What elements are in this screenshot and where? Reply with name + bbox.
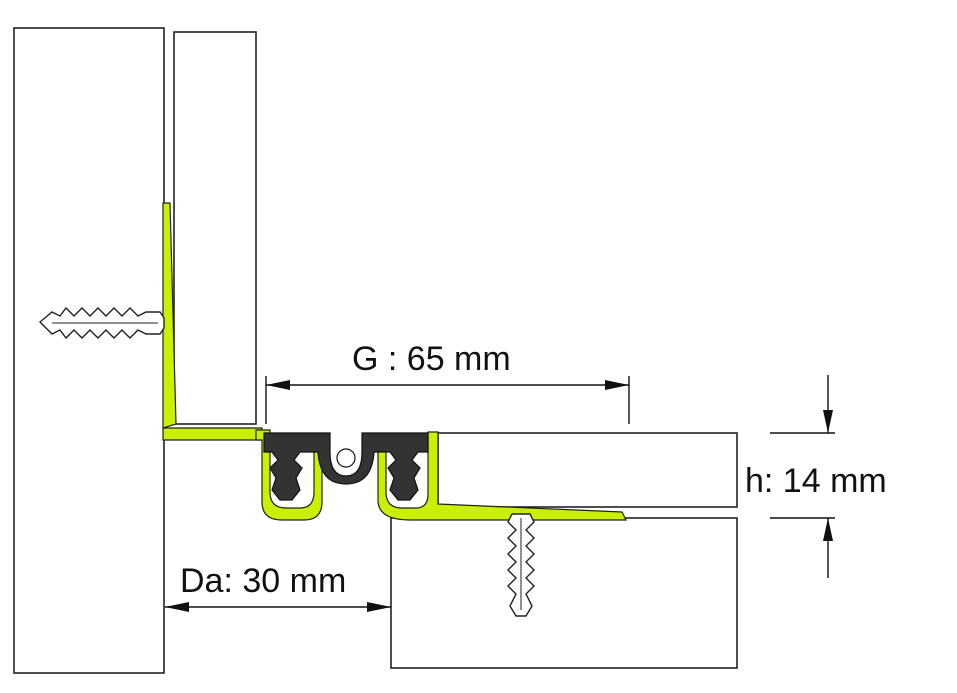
- gap-dimension: G : 65 mm: [265, 340, 630, 424]
- rubber-insert: [263, 432, 429, 501]
- concrete-wall: [13, 27, 165, 674]
- distance-dimension: Da: 30 mm: [165, 562, 391, 612]
- floor-slab: [390, 517, 738, 669]
- wall-plaster: [173, 31, 257, 425]
- height-dimension: h: 14 mm: [745, 375, 887, 578]
- distance-label: Da: 30 mm: [180, 562, 346, 600]
- wall-anchor: [38, 306, 165, 340]
- height-label: h: 14 mm: [745, 462, 887, 500]
- gap-label: G : 65 mm: [352, 340, 511, 378]
- floor-anchor: [507, 513, 535, 617]
- aluminium-profile: [162, 202, 627, 521]
- floor-screed: [437, 432, 738, 508]
